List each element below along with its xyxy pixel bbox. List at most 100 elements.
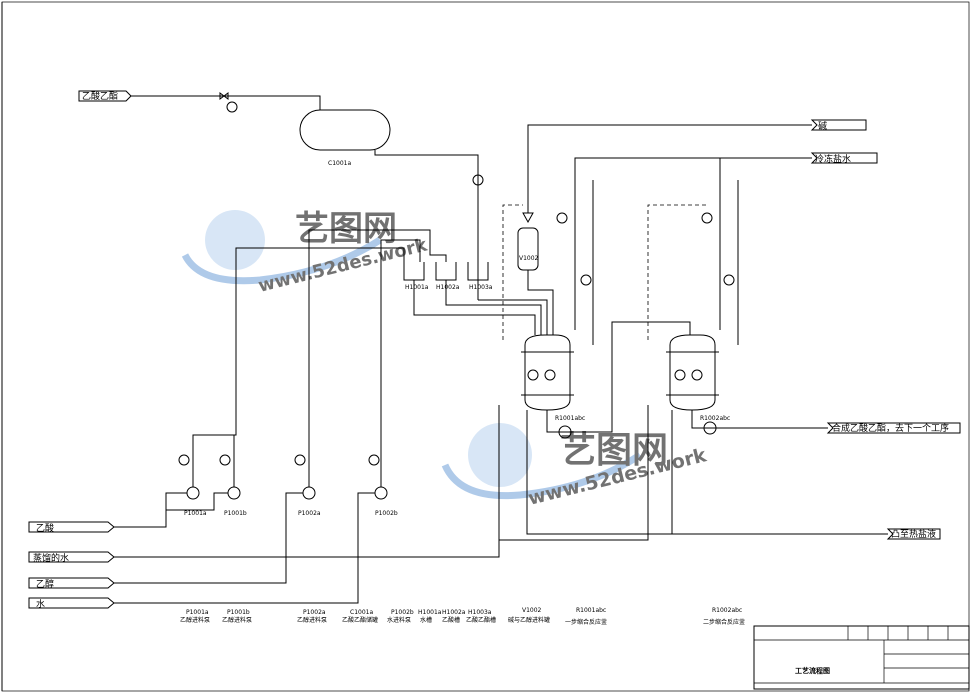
input-ethanol-label: 乙醇 (36, 578, 54, 590)
input-ethyl-acetate-label: 乙酸乙酯 (82, 91, 118, 102)
output-product-label: 合成乙酸乙酯，去下一个工序 (832, 422, 949, 434)
tag-h1001a: H1001a (405, 284, 429, 291)
tag-h1002a: H1002a (436, 284, 460, 291)
input-water: 水 (28, 597, 115, 610)
legend-desc-2: 乙醇进料泵 (297, 616, 327, 624)
watermark-bottom: 艺图网 www.52des.work (441, 423, 709, 510)
tag-v1002: V1002 (519, 255, 539, 262)
input-ethanol: 乙醇 (28, 577, 115, 590)
line-tank-outlet (374, 150, 479, 300)
instrument-r1002-level (723, 274, 735, 286)
input-water-label: 水 (36, 598, 45, 610)
legend-tag-2: P1002a (303, 609, 326, 616)
pump-r1002-transfer (703, 421, 717, 435)
input-ethyl-acetate: 乙酸乙酯 (78, 90, 132, 102)
output-product: 合成乙酸乙酯，去下一个工序 (826, 422, 961, 434)
input-chilled-brine-label: 冷冻盐水 (815, 153, 851, 165)
tag-r1001: R1001abc (555, 415, 585, 422)
input-alkali-label: 碱 (818, 121, 827, 132)
legend-tag-8: V1002 (522, 607, 542, 614)
line-p1002a-discharge (308, 229, 447, 487)
line-steam-header (114, 405, 500, 558)
legend-desc-0: 乙醇进料泵 (180, 616, 210, 624)
line-steam-r2 (499, 405, 649, 541)
head-tank-h1002a: H1002a (435, 262, 460, 291)
instrument-r1001-level (580, 274, 592, 286)
reactor-r1002: R1002abc (666, 334, 730, 422)
watermark-brand-bottom: 艺图网 (560, 430, 668, 471)
line-h1001-to-reactor (413, 280, 536, 335)
line-ea-to-tank (131, 95, 321, 110)
tag-r1002: R1002abc (700, 415, 730, 422)
legend-desc-10: 二步缩合反应釜 (703, 618, 745, 626)
equipment-legend: P1001a 乙醇进料泵 P1001b 乙醇进料泵 P1002a 乙醇进料泵 C… (180, 607, 745, 626)
output-hot-water-label: 凸至热盐液 (891, 528, 936, 540)
legend-tag-4: P1002b (391, 609, 414, 616)
reactor-r1001: R1001abc (521, 334, 585, 422)
line-r1002-to-product (691, 410, 828, 429)
legend-desc-7: 乙酸乙酯槽 (466, 616, 496, 624)
valve-ea-feed (219, 92, 238, 113)
instrument-r1002-cool (701, 212, 713, 224)
input-distilled-water: 蒸馏的水 (28, 551, 115, 564)
line-alkali (527, 124, 812, 213)
head-tank-h1003a: H1003a (467, 262, 493, 291)
instrument-r1001-cool (556, 212, 568, 224)
legend-tag-10: R1002abc (712, 607, 742, 614)
tag-p1001b: P1001b (224, 510, 247, 517)
feed-tank-v1002: V1002 (517, 212, 539, 271)
line-h1003-to-reactor (478, 299, 548, 335)
line-ethanol-feed (114, 492, 303, 584)
input-chilled-brine: 冷冻盐水 (810, 152, 878, 165)
legend-desc-6: 乙酸槽 (442, 616, 460, 624)
pump-p1002b: P1002b (374, 486, 398, 517)
legend-desc-3: 乙酸乙酯储罐 (342, 616, 378, 624)
line-p1001-discharge (192, 247, 405, 487)
dashed-control-r1002 (647, 204, 708, 340)
input-acetic-acid-label: 乙酸 (36, 523, 54, 534)
legend-desc-9: 一步缩合反应釜 (565, 618, 607, 626)
legend-desc-4: 水进料泵 (387, 616, 411, 624)
instrument-tank-outlet (472, 174, 484, 186)
instrument-p1001a (178, 454, 190, 466)
tag-c1001a: C1001a (328, 160, 351, 167)
pump-p1001b: P1001b (224, 486, 247, 517)
output-hot-water: 凸至热盐液 (886, 528, 941, 540)
line-p1002b-discharge (380, 239, 421, 487)
tag-h1003a: H1003a (469, 284, 493, 291)
line-r1001-to-r1002 (546, 321, 691, 433)
legend-desc-5: 水槽 (420, 616, 432, 624)
legend-tag-3: C1001a (350, 609, 373, 616)
title-block: 工艺流程图 (753, 625, 970, 690)
tag-p1002a: P1002a (298, 510, 321, 517)
instrument-p1002a (294, 454, 306, 466)
line-v1002-to-reactor (527, 270, 554, 335)
watermark-brand-top: 艺图网 (295, 209, 397, 249)
drawing-title: 工艺流程图 (795, 666, 830, 675)
legend-tag-1: P1001b (227, 609, 250, 616)
input-acetic-acid: 乙酸 (28, 521, 115, 534)
watermark-top: 艺图网 www.52des.work (181, 209, 430, 297)
line-acetic-acid-feed-b (166, 492, 228, 511)
line-hot-water-header (526, 410, 888, 535)
legend-tag-9: R1001abc (576, 607, 606, 614)
legend-tag-5: H1001a (418, 609, 442, 616)
pump-r1001-transfer (558, 425, 572, 439)
pump-p1002a: P1002a (298, 486, 321, 517)
line-h1002-to-reactor (445, 280, 542, 335)
head-tank-h1001a: H1001a (403, 262, 429, 291)
input-alkali: 碱 (810, 119, 867, 132)
storage-tank-c1001a: C1001a (299, 109, 391, 167)
dashed-control-r1001 (502, 204, 523, 340)
legend-desc-8: 碱与乙醇进料罐 (508, 616, 550, 624)
tag-p1001a: P1001a (184, 510, 207, 517)
tag-p1002b: P1002b (375, 510, 398, 517)
legend-desc-1: 乙醇进料泵 (222, 616, 252, 624)
legend-tag-6: H1002a (442, 609, 466, 616)
instrument-p1001b (219, 454, 231, 466)
legend-tag-0: P1001a (186, 609, 209, 616)
line-brine-main (574, 157, 812, 330)
input-distilled-water-label: 蒸馏的水 (33, 552, 69, 564)
